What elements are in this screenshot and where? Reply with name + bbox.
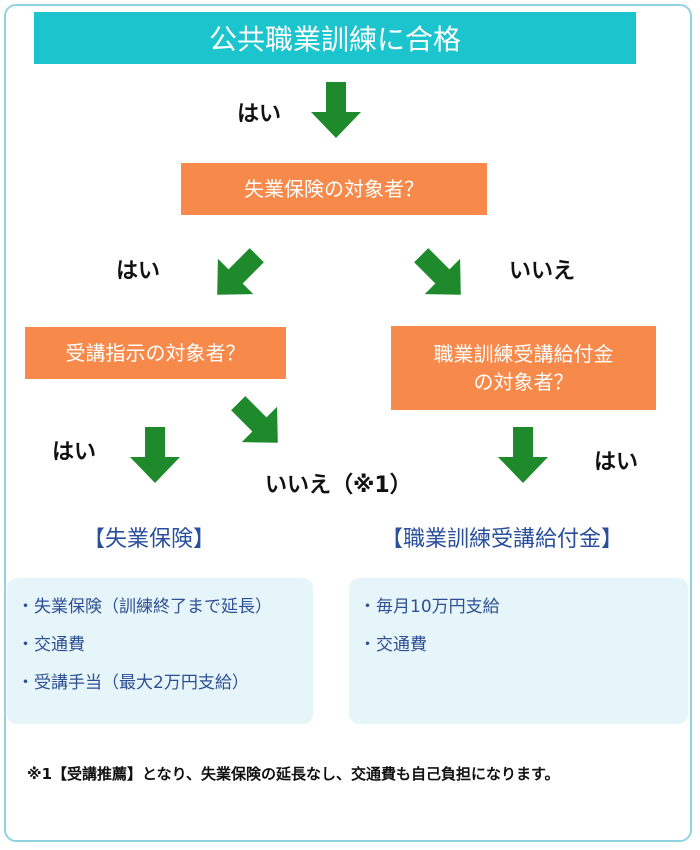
question-box-3-line-1: 職業訓練受講給付金: [433, 342, 614, 366]
diagram-frame: [4, 4, 692, 842]
result-panel-unemployment: 失業保険（訓練終了まで延長） 交通費 受講手当（最大2万円支給）: [7, 578, 313, 724]
label-yes-1: はい: [237, 102, 282, 127]
label-yes-2: はい: [116, 259, 161, 284]
list-item: 失業保険（訓練終了まで延長）: [17, 588, 303, 626]
label-no-1: いいえ: [509, 259, 576, 284]
question-box-3: 職業訓練受講給付金 の対象者？: [391, 326, 656, 410]
question-box-3-line-2: の対象者？: [473, 370, 574, 394]
arrow-down-left-icon: [217, 248, 264, 295]
result-title-benefit: 【職業訓練受講給付金】: [381, 527, 624, 552]
list-item: 交通費: [359, 626, 678, 664]
label-yes-4: はい: [594, 450, 639, 475]
label-no-note: いいえ（※1）: [265, 473, 412, 498]
list-item: 毎月10万円支給: [359, 588, 678, 626]
list-item: 交通費: [17, 626, 303, 664]
result-panel-benefit: 毎月10万円支給 交通費: [349, 578, 688, 724]
label-yes-3: はい: [52, 440, 97, 465]
arrow-down-icon: [130, 427, 180, 483]
list-item: 受講手当（最大2万円支給）: [17, 664, 303, 702]
arrow-down-right-icon: [414, 248, 461, 295]
arrow-down-icon: [311, 82, 361, 138]
header-banner: 公共職業訓練に合格: [34, 12, 636, 64]
question-box-2: 受講指示の対象者？: [25, 327, 286, 379]
question-box-1: 失業保険の対象者？: [181, 163, 487, 215]
arrow-down-icon: [498, 427, 548, 483]
footnote: ※1【受講推薦】となり、失業保険の延長なし、交通費も自己負担になります。: [27, 765, 560, 783]
result-title-unemployment: 【失業保険】: [83, 527, 216, 552]
arrow-down-right-icon: [231, 396, 278, 443]
